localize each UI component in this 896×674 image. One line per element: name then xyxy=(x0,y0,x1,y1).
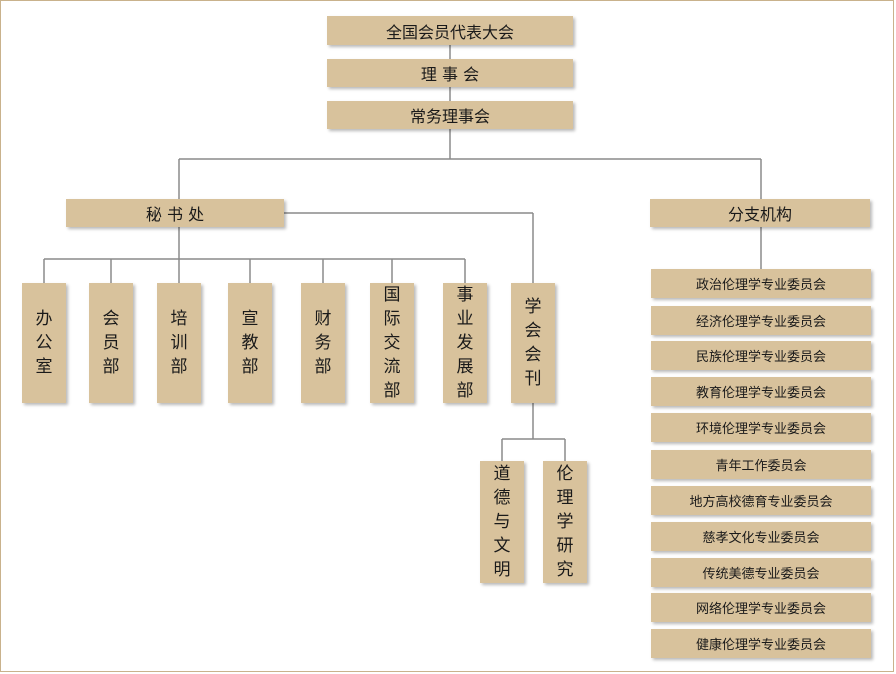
committee-item: 教育伦理学专业委员会 xyxy=(651,377,871,406)
dept-international: 国际交流部 xyxy=(370,283,414,403)
committee-item: 环境伦理学专业委员会 xyxy=(651,413,871,442)
dept-membership: 会员部 xyxy=(89,283,133,403)
dept-journal: 学会会刊 xyxy=(511,283,555,403)
committee-item: 政治伦理学专业委员会 xyxy=(651,269,871,298)
standing-council-box: 常务理事会 xyxy=(327,101,573,129)
dept-label: 办公室 xyxy=(35,309,53,377)
committee-item: 地方高校德育专业委员会 xyxy=(651,486,871,515)
dept-label: 学会会刊 xyxy=(524,297,542,389)
dept-office: 办公室 xyxy=(22,283,66,403)
dept-development: 事业发展部 xyxy=(443,283,487,403)
dept-label: 宣教部 xyxy=(241,309,259,377)
secretariat-box: 秘 书 处 xyxy=(66,199,284,227)
committee-item: 网络伦理学专业委员会 xyxy=(651,593,871,622)
committee-item: 青年工作委员会 xyxy=(651,450,871,479)
dept-label: 国际交流部 xyxy=(383,285,401,401)
dept-publicity: 宣教部 xyxy=(228,283,272,403)
dept-label: 事业发展部 xyxy=(456,285,474,401)
dept-label: 财务部 xyxy=(314,309,332,377)
council-box: 理 事 会 xyxy=(327,59,573,87)
committee-item: 民族伦理学专业委员会 xyxy=(651,341,871,370)
dept-training: 培训部 xyxy=(157,283,201,403)
committee-item: 健康伦理学专业委员会 xyxy=(651,629,871,658)
journal-morality-civilization: 道德与文明 xyxy=(480,461,524,583)
national-congress-box: 全国会员代表大会 xyxy=(327,16,573,45)
dept-finance: 财务部 xyxy=(301,283,345,403)
committee-item: 经济伦理学专业委员会 xyxy=(651,306,871,335)
committee-item: 慈孝文化专业委员会 xyxy=(651,522,871,551)
dept-label: 培训部 xyxy=(170,309,188,377)
branches-box: 分支机构 xyxy=(650,199,870,227)
dept-label: 会员部 xyxy=(102,309,120,377)
journal-label: 道德与文明 xyxy=(493,464,511,580)
committee-item: 传统美德专业委员会 xyxy=(651,558,871,587)
journal-label: 伦理学研究 xyxy=(556,464,574,580)
journal-ethics-research: 伦理学研究 xyxy=(543,461,587,583)
